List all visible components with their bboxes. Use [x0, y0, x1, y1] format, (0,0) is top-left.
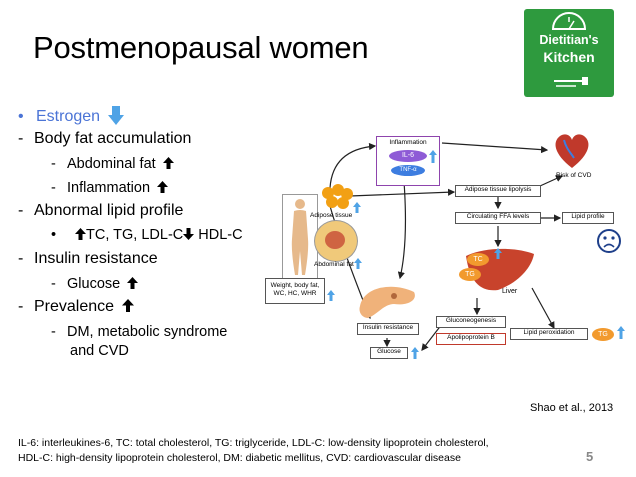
dietitians-kitchen-logo: Dietitian's Kitchen	[524, 9, 614, 97]
up-arrow-icon	[157, 181, 169, 193]
tc-up-arrow	[494, 246, 502, 264]
woman-body-icon	[291, 199, 309, 275]
gluconeogenesis-box: Gluconeogenesis	[436, 316, 506, 328]
sub-inflammation: -Inflammation	[51, 180, 169, 196]
il6-label: IL-6	[389, 149, 427, 162]
bullet-lipid-profile: -Abnormal lipid profile	[18, 202, 184, 219]
weight-up-arrow	[327, 288, 335, 306]
tg-peroxidation-badge: TG	[592, 328, 614, 341]
reference-citation: Shao et al., 2013	[530, 402, 614, 414]
lipolysis-box: Adipose tissue lipolysis	[455, 185, 541, 197]
risk-cvd-label: Risk of CVD	[556, 172, 592, 179]
sub-abdominal-fat: -Abdominal fat	[51, 156, 174, 172]
woman-figure	[282, 194, 318, 280]
apolipoprotein-box: Apolipoprotein B	[436, 333, 506, 345]
up-arrow-icon	[121, 299, 134, 312]
page-number: 5	[586, 449, 594, 464]
down-arrow-icon	[183, 228, 195, 240]
inflammation-label: Inflammation	[389, 139, 427, 146]
bullet-body-fat: -Body fat accumulation	[18, 130, 192, 147]
insulin-resistance-box: Insulin resistance	[357, 323, 419, 335]
sub-glucose: -Glucose	[51, 276, 139, 292]
weight-box: Weight, body fat, WC, HC, WHR	[265, 278, 325, 304]
up-arrow-icon	[127, 277, 139, 289]
bullet-estrogen: •Estrogen	[18, 105, 124, 126]
abdominal-up-arrow	[354, 256, 362, 274]
sub-cvd: and CVD	[70, 343, 129, 359]
tc-badge: TC	[467, 253, 489, 266]
sad-face-icon	[597, 229, 621, 253]
up-arrow-icon	[162, 157, 174, 169]
adipose-tissue-icon	[322, 184, 353, 209]
logo-line2: Kitchen	[543, 49, 595, 65]
logo-line1: Dietitian's	[539, 33, 599, 47]
slide-title: Postmenopausal women	[33, 30, 369, 65]
glucose-up-arrow	[411, 346, 419, 364]
abdominal-fat-image	[314, 220, 358, 262]
tg-badge: TG	[459, 268, 481, 281]
adipose-tissue-label: Adipose tissue	[310, 212, 353, 219]
inflammation-up-arrow	[429, 150, 437, 168]
ffa-box: Circulating FFA levels	[455, 212, 541, 224]
abdominal-fat-label: Abdominal fat	[314, 261, 354, 268]
tnf-label: TNF-α	[391, 164, 425, 176]
bullet-prevalence: -Prevalence	[18, 298, 134, 316]
glucose-box: Glucose	[370, 347, 408, 359]
inflammation-box: Inflammation IL-6 TNF-α	[376, 136, 440, 186]
sub-lipid-detail: • TC, TG, LDL-C HDL-C	[51, 227, 243, 243]
pathway-diagram: Adipose tissue Abdominal fat Weight, bod…	[262, 128, 634, 366]
up-arrow-icon	[75, 228, 87, 240]
lipid-peroxidation-box: Lipid peroxidation	[510, 328, 588, 340]
tg-up-arrow	[617, 326, 625, 344]
lipid-profile-box: Lipid profile	[562, 212, 614, 224]
heart-icon	[555, 134, 589, 168]
scale-fork-knife-icon	[551, 12, 588, 87]
sub-dm: -DM, metabolic syndrome	[51, 324, 228, 340]
pancreas-icon	[359, 286, 415, 318]
blue-down-arrow-icon	[107, 106, 124, 125]
footnote-line2: HDL-C: high-density lipoprotein choleste…	[18, 452, 461, 464]
bullet-insulin: -Insulin resistance	[18, 250, 158, 267]
liver-label: Liver	[502, 288, 518, 295]
adipose-up-arrow	[353, 200, 361, 218]
footnote-line1: IL-6: interleukines-6, TC: total cholest…	[18, 437, 489, 449]
